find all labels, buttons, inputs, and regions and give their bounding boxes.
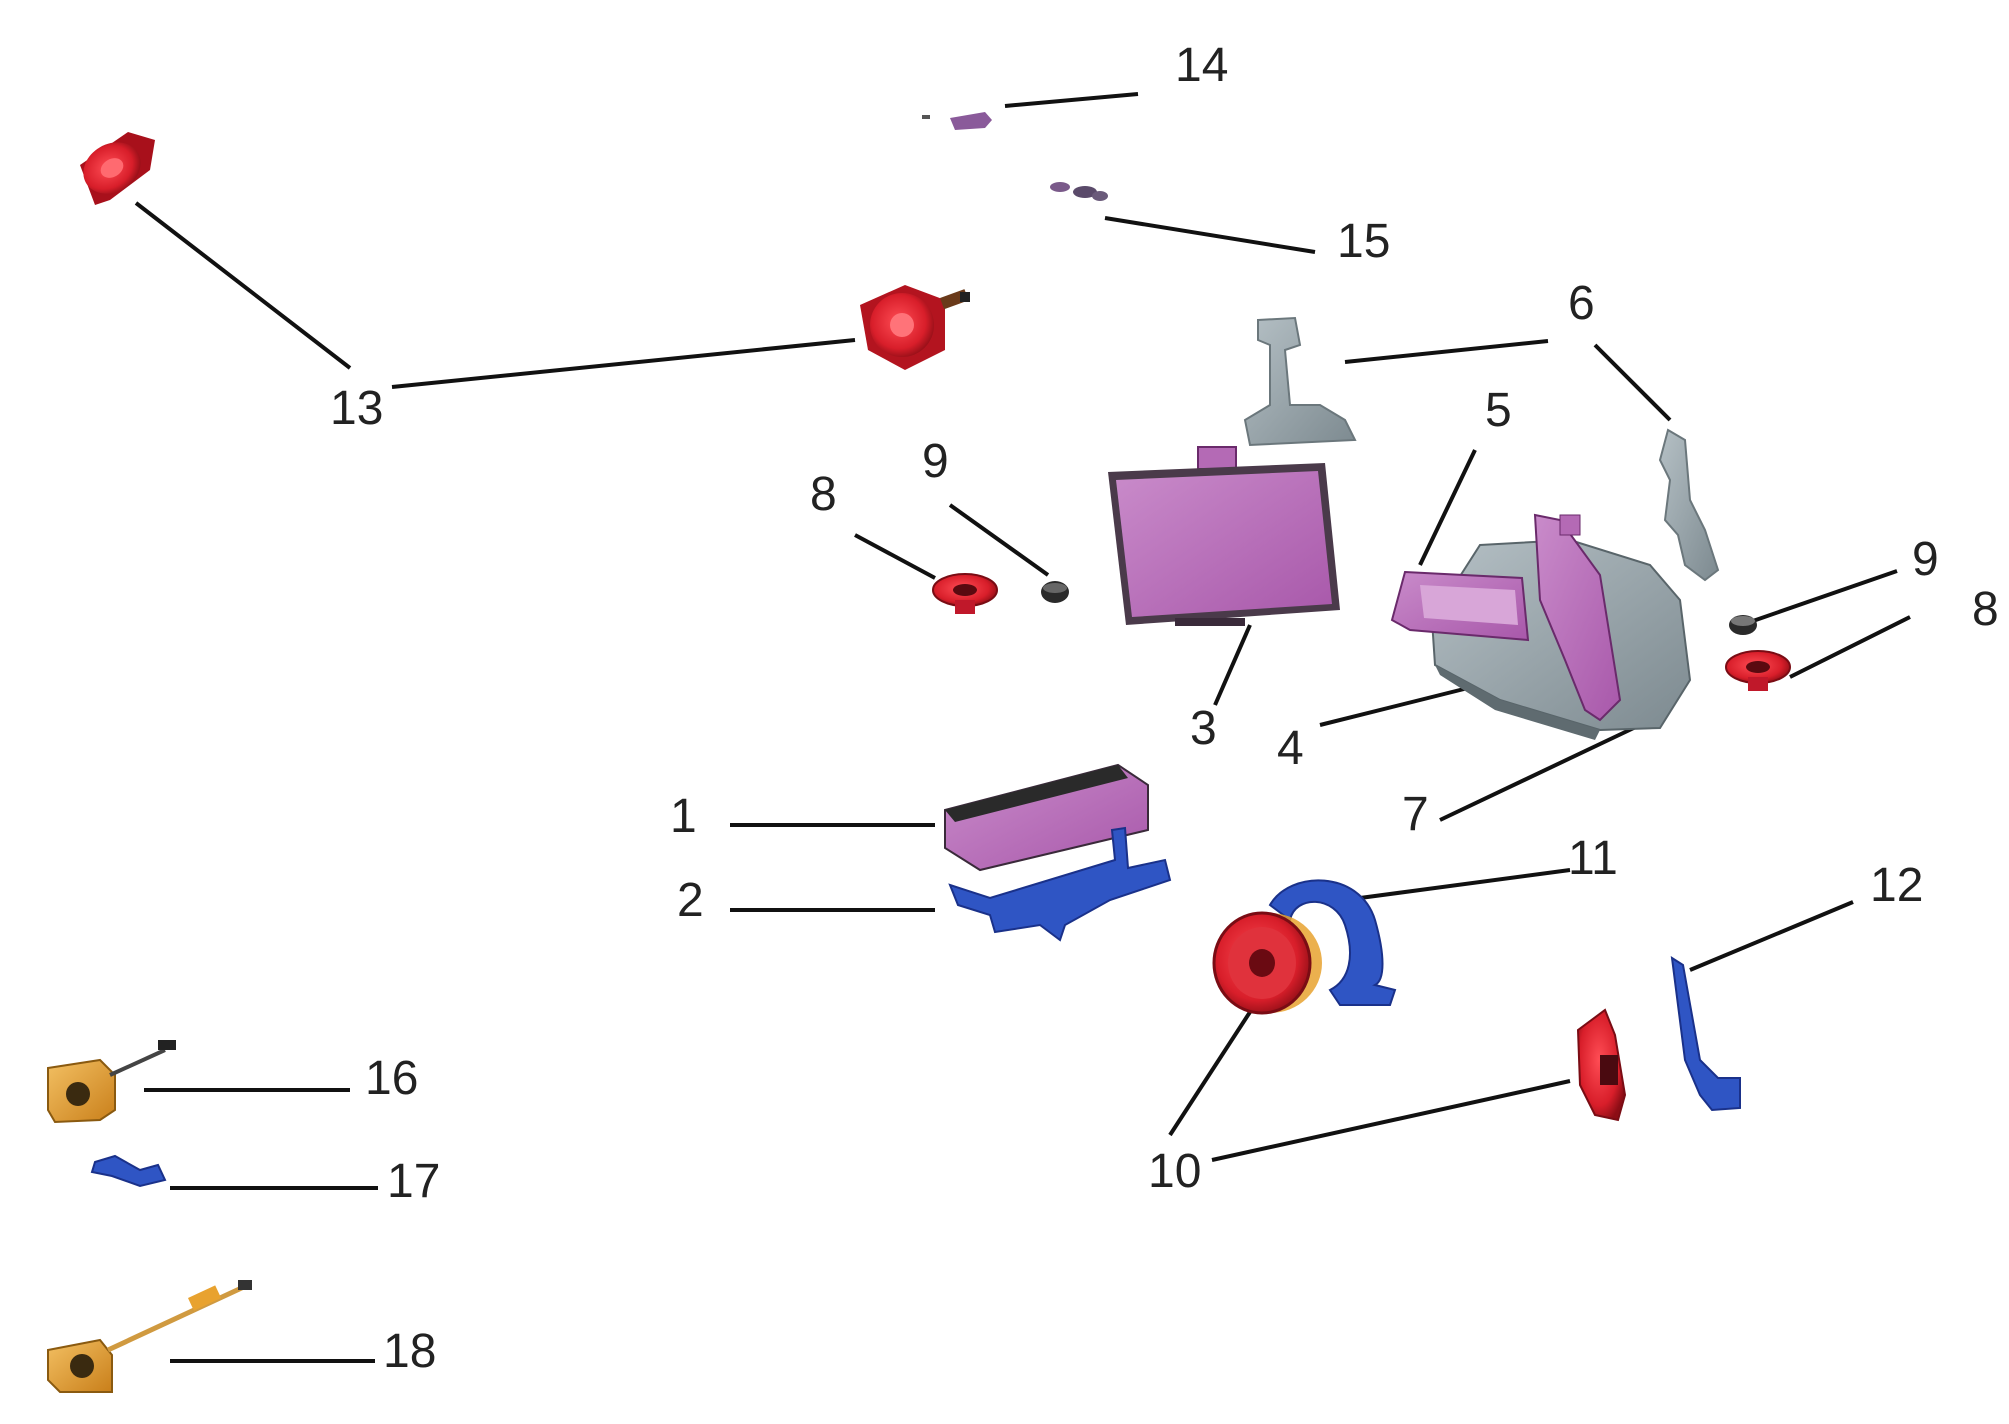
callout-2: 2 xyxy=(677,874,704,927)
callout-5: 5 xyxy=(1485,384,1512,437)
callout-14: 14 xyxy=(1175,39,1229,92)
part-17-clip xyxy=(90,1154,167,1188)
part-1-module xyxy=(944,763,1149,872)
part-10-speaker-side xyxy=(1576,1008,1627,1122)
leader-line-7 xyxy=(1439,723,1641,822)
part-3-display xyxy=(1108,446,1340,626)
part-6-bracket-upper xyxy=(1243,316,1357,447)
part-9-knob-left xyxy=(1041,581,1069,603)
callout-18: 18 xyxy=(383,1325,437,1378)
part-12-trim-strip xyxy=(1670,956,1741,1112)
part-16-camera xyxy=(47,1040,176,1124)
part-4-panel xyxy=(1533,513,1622,722)
callout-13: 13 xyxy=(330,382,384,435)
callout-15: 15 xyxy=(1337,215,1391,268)
callout-8-right: 8 xyxy=(1972,583,1999,636)
part-15-clips xyxy=(1050,182,1108,201)
callout-12: 12 xyxy=(1870,859,1924,912)
leader-lines xyxy=(134,92,1911,1363)
leader-line-6b xyxy=(1593,343,1672,422)
callout-8-left: 8 xyxy=(810,468,837,521)
callout-1: 1 xyxy=(670,790,697,843)
leader-line-6a xyxy=(1344,339,1549,364)
leader-line-9a xyxy=(948,503,1050,577)
leader-line-15 xyxy=(1104,216,1316,254)
part-8-speaker-right xyxy=(1725,650,1791,691)
leader-line-13a xyxy=(134,201,352,370)
part-6-bracket-side xyxy=(1658,428,1720,582)
part-8-speaker-left xyxy=(932,573,998,614)
leader-line-14 xyxy=(1004,92,1139,108)
part-14-clips xyxy=(922,112,992,130)
leader-line-10b xyxy=(1211,1079,1571,1162)
leader-line-8a xyxy=(854,533,936,580)
leader-line-10a xyxy=(1168,1010,1252,1137)
part-13-speaker-center xyxy=(860,285,970,370)
callout-10: 10 xyxy=(1148,1145,1202,1198)
callout-11: 11 xyxy=(1568,832,1618,885)
part-11-bracket xyxy=(1268,879,1397,1006)
leader-line-12 xyxy=(1689,900,1854,972)
leader-line-11 xyxy=(1359,868,1571,900)
callout-4: 4 xyxy=(1277,722,1304,775)
callout-7: 7 xyxy=(1402,788,1429,841)
callout-17: 17 xyxy=(387,1155,441,1208)
leader-line-5 xyxy=(1418,449,1477,566)
part-2-bracket xyxy=(948,826,1172,942)
part-13-speaker-top-left xyxy=(80,132,155,205)
part-18-camera-cable xyxy=(47,1280,252,1393)
callout-16: 16 xyxy=(365,1052,419,1105)
leader-line-9b xyxy=(1749,569,1898,624)
leader-line-3 xyxy=(1213,624,1252,706)
part-9-knob-right xyxy=(1729,615,1757,635)
callout-9-left: 9 xyxy=(922,435,949,488)
part-10-speaker-large xyxy=(1212,911,1322,1015)
callout-3: 3 xyxy=(1190,702,1217,755)
leader-line-8b xyxy=(1789,615,1911,679)
callout-6: 6 xyxy=(1568,277,1595,330)
part-5-secondary-display xyxy=(1390,570,1530,642)
callout-9-right: 9 xyxy=(1912,533,1939,586)
leader-line-13b xyxy=(391,338,856,389)
